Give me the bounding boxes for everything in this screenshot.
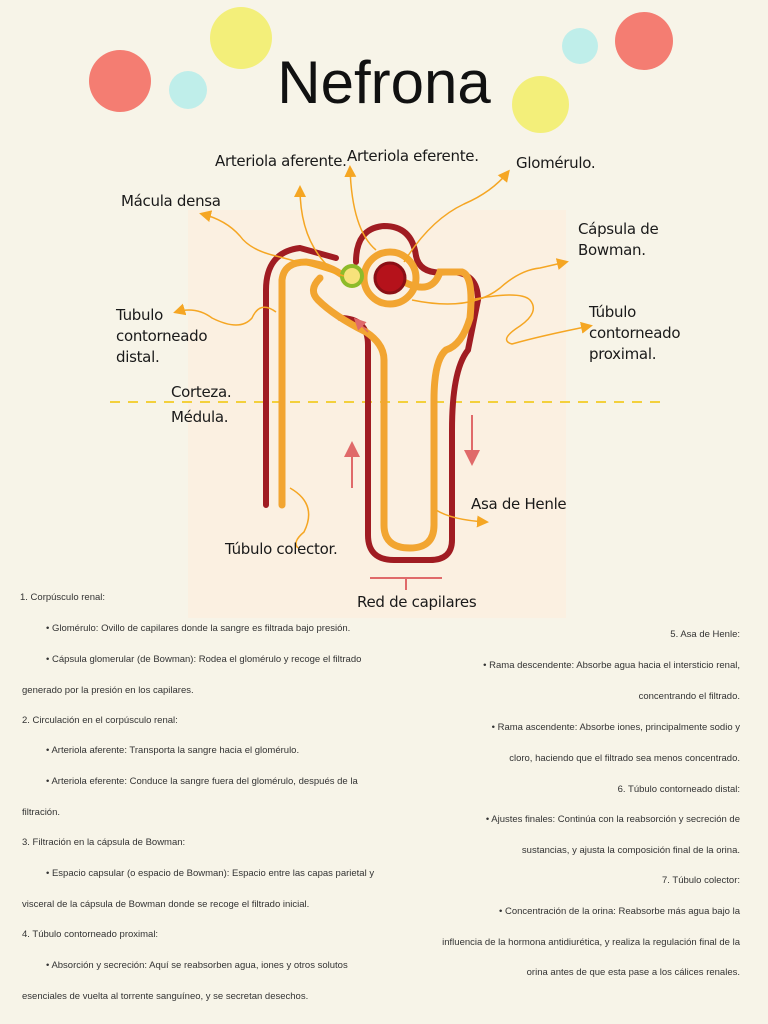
- note-right-line: • Rama descendente: Absorbe agua hacia e…: [483, 660, 740, 671]
- note-right-line: 7. Túbulo colector:: [662, 875, 740, 886]
- label-capsula-bowman-line2: Bowman.: [578, 240, 658, 261]
- note-left-line: 4. Túbulo contorneado proximal:: [22, 929, 158, 940]
- note-left-line: • Cápsula glomerular (de Bowman): Rodea …: [46, 654, 361, 665]
- proximal-tubule: [313, 272, 471, 548]
- note-left-line: • Arteriola eferente: Conduce la sangre …: [46, 776, 358, 787]
- note-right-line: orina antes de que esta pase a los cálic…: [527, 967, 740, 978]
- note-right-line: cloro, haciendo que el filtrado sea meno…: [509, 753, 740, 764]
- label-tubulo-distal-line1: Tubulo: [116, 305, 207, 326]
- note-left-line: visceral de la cápsula de Bowman donde s…: [22, 899, 309, 910]
- label-corteza: Corteza.: [171, 382, 231, 403]
- arrow-tubulo-proximal: [470, 295, 590, 344]
- label-tubulo-proximal-line3: proximal.: [589, 344, 680, 365]
- note-right-line: • Rama ascendente: Absorbe iones, princi…: [492, 722, 740, 733]
- arrow-glomerulo: [404, 172, 508, 262]
- label-macula-densa: Mácula densa: [121, 191, 221, 212]
- capillary-network-bracket: [370, 578, 442, 590]
- note-left-line: 1. Corpúsculo renal:: [20, 592, 105, 603]
- note-right-line: 6. Túbulo contorneado distal:: [618, 784, 740, 795]
- note-right-line: 5. Asa de Henle:: [670, 629, 740, 640]
- note-right-line: • Concentración de la orina: Reabsorbe m…: [499, 906, 740, 917]
- label-tubulo-distal-line3: distal.: [116, 347, 207, 368]
- label-glomerulo: Glomérulo.: [516, 153, 595, 174]
- note-left-line: • Glomérulo: Ovillo de capilares donde l…: [46, 623, 350, 634]
- note-left-line: 2. Circulación en el corpúsculo renal:: [22, 715, 178, 726]
- label-tubulo-distal-line2: contorneado: [116, 326, 207, 347]
- note-left-line: • Espacio capsular (o espacio de Bowman)…: [46, 868, 374, 879]
- glomerulus: [375, 263, 405, 293]
- notes-left: 1. Corpúsculo renal: • Glomérulo: Ovillo…: [20, 592, 380, 1012]
- label-tubulo-proximal-line2: contorneado: [589, 323, 680, 344]
- label-asa-henle: Asa de Henle: [471, 494, 566, 515]
- note-left-line: generado por la presión en los capilares…: [22, 685, 194, 696]
- notes-right: 5. Asa de Henle: • Rama descendente: Abs…: [420, 629, 740, 989]
- label-tubulo-proximal: Túbulo contorneado proximal.: [589, 302, 680, 365]
- note-right-line: sustancias, y ajusta la composición fina…: [522, 845, 740, 856]
- distal-vessel: [266, 248, 336, 505]
- label-tubulo-colector: Túbulo colector.: [225, 539, 337, 560]
- label-capsula-bowman-line1: Cápsula de: [578, 219, 658, 240]
- note-left-line: esenciales de vuelta al torrente sanguín…: [22, 991, 308, 1002]
- label-capsula-bowman: Cápsula de Bowman.: [578, 219, 658, 261]
- label-arteriola-eferente: Arteriola eferente.: [347, 146, 479, 167]
- label-tubulo-distal: Tubulo contorneado distal.: [116, 305, 207, 368]
- note-right-line: • Ajustes finales: Continúa con la reabs…: [486, 814, 740, 825]
- note-right-line: concentrando el filtrado.: [639, 691, 740, 702]
- label-medula: Médula.: [171, 407, 228, 428]
- macula-densa: [342, 266, 362, 286]
- label-tubulo-proximal-line1: Túbulo: [589, 302, 680, 323]
- note-left-line: • Arteriola aferente: Transporta la sang…: [46, 745, 299, 756]
- note-left-line: • Absorción y secreción: Aquí se reabsor…: [46, 960, 348, 971]
- note-left-line: 3. Filtración en la cápsula de Bowman:: [22, 837, 185, 848]
- label-arteriola-aferente: Arteriola aferente.: [215, 151, 347, 172]
- note-right-line: influencia de la hormona antidiurética, …: [442, 937, 740, 948]
- note-left-line: filtración.: [22, 807, 60, 818]
